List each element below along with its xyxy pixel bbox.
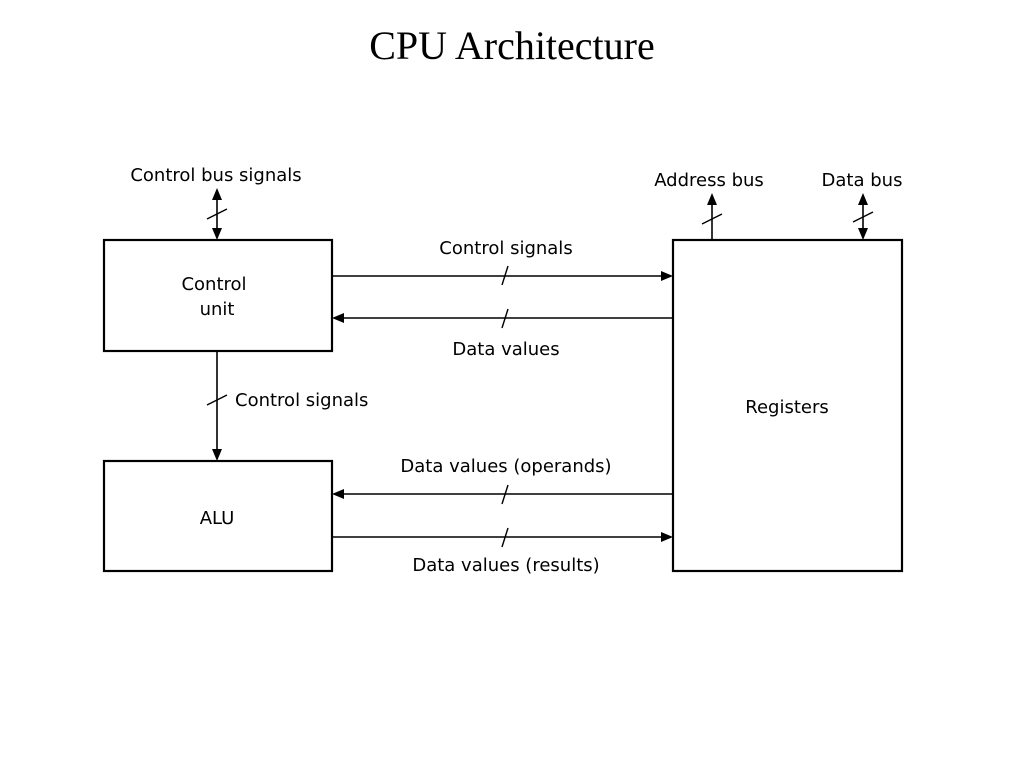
- address-bus-label: Address bus: [654, 170, 764, 191]
- registers-to-cu-arrow: Data values: [332, 308, 673, 360]
- data-bus-label: Data bus: [822, 170, 903, 191]
- registers-to-alu-arrowhead: [332, 489, 344, 499]
- cu-to-alu-label: Control signals: [235, 390, 368, 411]
- control-unit-label-line2: unit: [200, 299, 235, 320]
- data-bus-up-arrowhead: [858, 193, 868, 205]
- control-bus-down-arrowhead: [212, 228, 222, 240]
- data-bus-arrow: Data bus: [822, 170, 903, 240]
- cu-to-registers-label: Control signals: [439, 238, 572, 259]
- alu-block: ALU: [102, 459, 334, 573]
- control-bus-up-arrowhead: [212, 188, 222, 200]
- control-unit-label-line1: Control: [181, 274, 246, 295]
- registers-to-alu-arrow: Data values (operands): [332, 456, 673, 505]
- data-bus-down-arrowhead: [858, 228, 868, 240]
- alu-box: [102, 459, 334, 573]
- alu-to-registers-arrowhead: [661, 532, 673, 542]
- registers-to-alu-label: Data values (operands): [400, 456, 611, 477]
- registers-label: Registers: [745, 397, 829, 418]
- control-bus-arrow: Control bus signals: [130, 165, 302, 240]
- control-unit-box: [102, 238, 334, 353]
- cu-to-registers-arrowhead: [661, 271, 673, 281]
- cu-to-alu-arrowhead: [212, 449, 222, 461]
- registers-to-cu-label: Data values: [452, 339, 559, 360]
- cu-to-alu-arrow: Control signals: [206, 351, 368, 461]
- slide-title: CPU Architecture: [369, 23, 655, 68]
- alu-to-registers-label: Data values (results): [412, 555, 599, 576]
- alu-label: ALU: [200, 508, 235, 529]
- control-bus-label: Control bus signals: [130, 165, 301, 186]
- alu-to-registers-arrow: Data values (results): [332, 527, 673, 576]
- registers-to-cu-arrowhead: [332, 313, 344, 323]
- cu-to-registers-arrow: Control signals: [332, 238, 673, 286]
- address-bus-arrow: Address bus: [654, 170, 764, 240]
- registers-box: [671, 238, 904, 573]
- registers-block: Registers: [671, 238, 904, 573]
- address-bus-arrowhead: [707, 193, 717, 205]
- control-unit-block: Control unit: [102, 238, 334, 353]
